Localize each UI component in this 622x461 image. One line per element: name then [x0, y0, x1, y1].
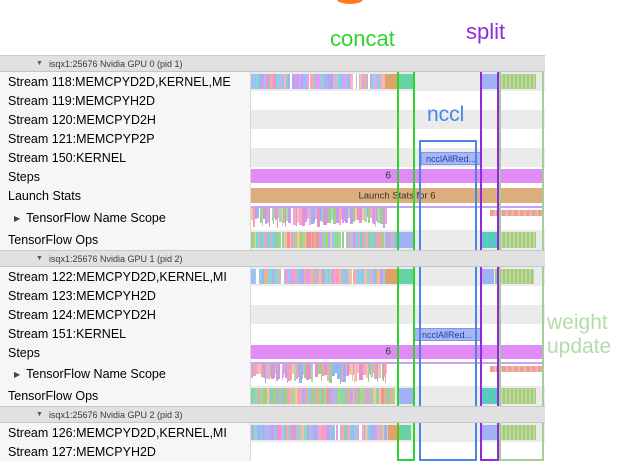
row-label: Stream 124:MEMCPYD2H: [0, 305, 250, 324]
event-block[interactable]: [481, 388, 497, 404]
row-label-text: Stream 151:KERNEL: [8, 326, 127, 341]
row-label: ▶ TensorFlow Name Scope: [0, 206, 250, 230]
group-header-label: isqx1:25676 Nvidia GPU 2 (pid 3): [48, 409, 183, 420]
row-label: TensorFlow Ops: [0, 230, 250, 250]
row-label-text: TensorFlow Ops: [8, 233, 99, 247]
row-label-text: Stream 124:MEMCPYD2H: [8, 307, 156, 322]
namescope-events[interactable]: [251, 364, 387, 384]
trace-events[interactable]: [251, 425, 388, 440]
row-label-text: Stream 150:KERNEL: [8, 150, 127, 165]
weight-update-events[interactable]: [499, 74, 536, 89]
row-label: Stream 127:MEMCPYH2D: [0, 442, 250, 461]
row-label-text: Stream 118:MEMCPYD2D,KERNEL,ME: [8, 74, 231, 89]
row-label-text: Stream 122:MEMCPYD2D,KERNEL,MI: [8, 269, 227, 284]
row-label-text: Stream 121:MEMCPYP2P: [8, 131, 155, 146]
event-block[interactable]: [385, 269, 397, 284]
weight-update-events[interactable]: [495, 269, 534, 284]
nccl-label: nccl: [427, 103, 465, 126]
clipped-orange-title-fragment: [337, 0, 363, 4]
row-label-text: Stream 120:MEMCPYD2H: [8, 112, 156, 127]
namescope-events[interactable]: [251, 208, 387, 228]
trace-events[interactable]: [251, 74, 385, 89]
row-label: Steps: [0, 343, 250, 362]
event-block[interactable]: [481, 74, 497, 89]
nccl-allreduce-event[interactable]: ncclAllRed...: [421, 152, 481, 165]
expand-arrow-icon[interactable]: ▶: [14, 369, 21, 379]
event-block[interactable]: [400, 425, 411, 440]
row-label: Stream 123:MEMCPYH2D: [0, 286, 250, 305]
row-label-text: TensorFlow Ops: [8, 389, 99, 403]
expand-arrow-icon[interactable]: ▶: [14, 213, 21, 223]
collapse-triangle-icon: ▼: [36, 411, 43, 418]
row-label-text: TensorFlow Name Scope: [26, 367, 166, 381]
row-label: ▶ TensorFlow Name Scope: [0, 362, 250, 386]
bar-text: 6: [385, 346, 392, 358]
group-header-label: isqx1:25676 Nvidia GPU 0 (pid 1): [48, 58, 183, 69]
row-label-text: Stream 123:MEMCPYH2D: [8, 288, 156, 303]
namescope-right-events[interactable]: [490, 366, 543, 372]
row-label: Stream 121:MEMCPYP2P: [0, 129, 250, 148]
row-label-text: Stream 126:MEMCPYD2D,KERNEL,MI: [8, 425, 227, 440]
row-label-text: Steps: [8, 169, 40, 184]
group-header-gpu2[interactable]: ▼ isqx1:25676 Nvidia GPU 2 (pid 3): [0, 406, 545, 423]
collapse-triangle-icon: ▼: [36, 255, 43, 262]
row-label-text: Launch Stats: [8, 189, 81, 203]
nccl-rect: [419, 140, 477, 461]
group-header-gpu0[interactable]: ▼ isqx1:25676 Nvidia GPU 0 (pid 1): [0, 55, 545, 72]
event-block[interactable]: [481, 425, 497, 440]
weight-update-label: weight update: [547, 311, 612, 358]
row-label-text: Stream 127:MEMCPYH2D: [8, 444, 156, 459]
collapse-triangle-icon: ▼: [36, 60, 43, 67]
namescope-right-events[interactable]: [490, 210, 543, 216]
row-label: Stream 122:MEMCPYD2D,KERNEL,MI: [0, 267, 250, 286]
row-label: TensorFlow Ops: [0, 386, 250, 406]
row-label: Stream 126:MEMCPYD2D,KERNEL,MI: [0, 423, 250, 442]
event-block[interactable]: [395, 232, 413, 248]
event-block[interactable]: [397, 74, 413, 89]
group-header-gpu1[interactable]: ▼ isqx1:25676 Nvidia GPU 1 (pid 2): [0, 250, 545, 267]
event-block[interactable]: [481, 269, 494, 284]
trace-events[interactable]: [251, 232, 395, 248]
trace-events[interactable]: [251, 388, 395, 404]
event-block[interactable]: [481, 232, 497, 248]
weight-update-events[interactable]: [499, 425, 536, 440]
row-label: Stream 120:MEMCPYD2H: [0, 110, 250, 129]
group-header-label: isqx1:25676 Nvidia GPU 1 (pid 2): [48, 253, 183, 264]
row-label-text: TensorFlow Name Scope: [26, 211, 166, 225]
row-label: Stream 150:KERNEL: [0, 148, 250, 167]
row-label: Stream 119:MEMCPYH2D: [0, 91, 250, 110]
split-label: split: [466, 19, 506, 44]
row-label: Stream 118:MEMCPYD2D,KERNEL,ME: [0, 72, 250, 91]
row-label: Steps: [0, 167, 250, 186]
bar-text: 6: [385, 170, 392, 182]
event-block[interactable]: [399, 388, 413, 404]
weight-update-events[interactable]: [499, 232, 536, 248]
event-block[interactable]: [385, 74, 397, 89]
concat-label: concat: [330, 26, 395, 51]
row-label: Stream 151:KERNEL: [0, 324, 250, 343]
weight-update-events[interactable]: [499, 388, 536, 404]
row-label-text: Stream 119:MEMCPYH2D: [8, 93, 156, 108]
row-label: Launch Stats: [0, 186, 250, 206]
row-label-text: Steps: [8, 345, 40, 360]
event-block[interactable]: [397, 269, 413, 284]
trace-events[interactable]: [251, 269, 385, 284]
